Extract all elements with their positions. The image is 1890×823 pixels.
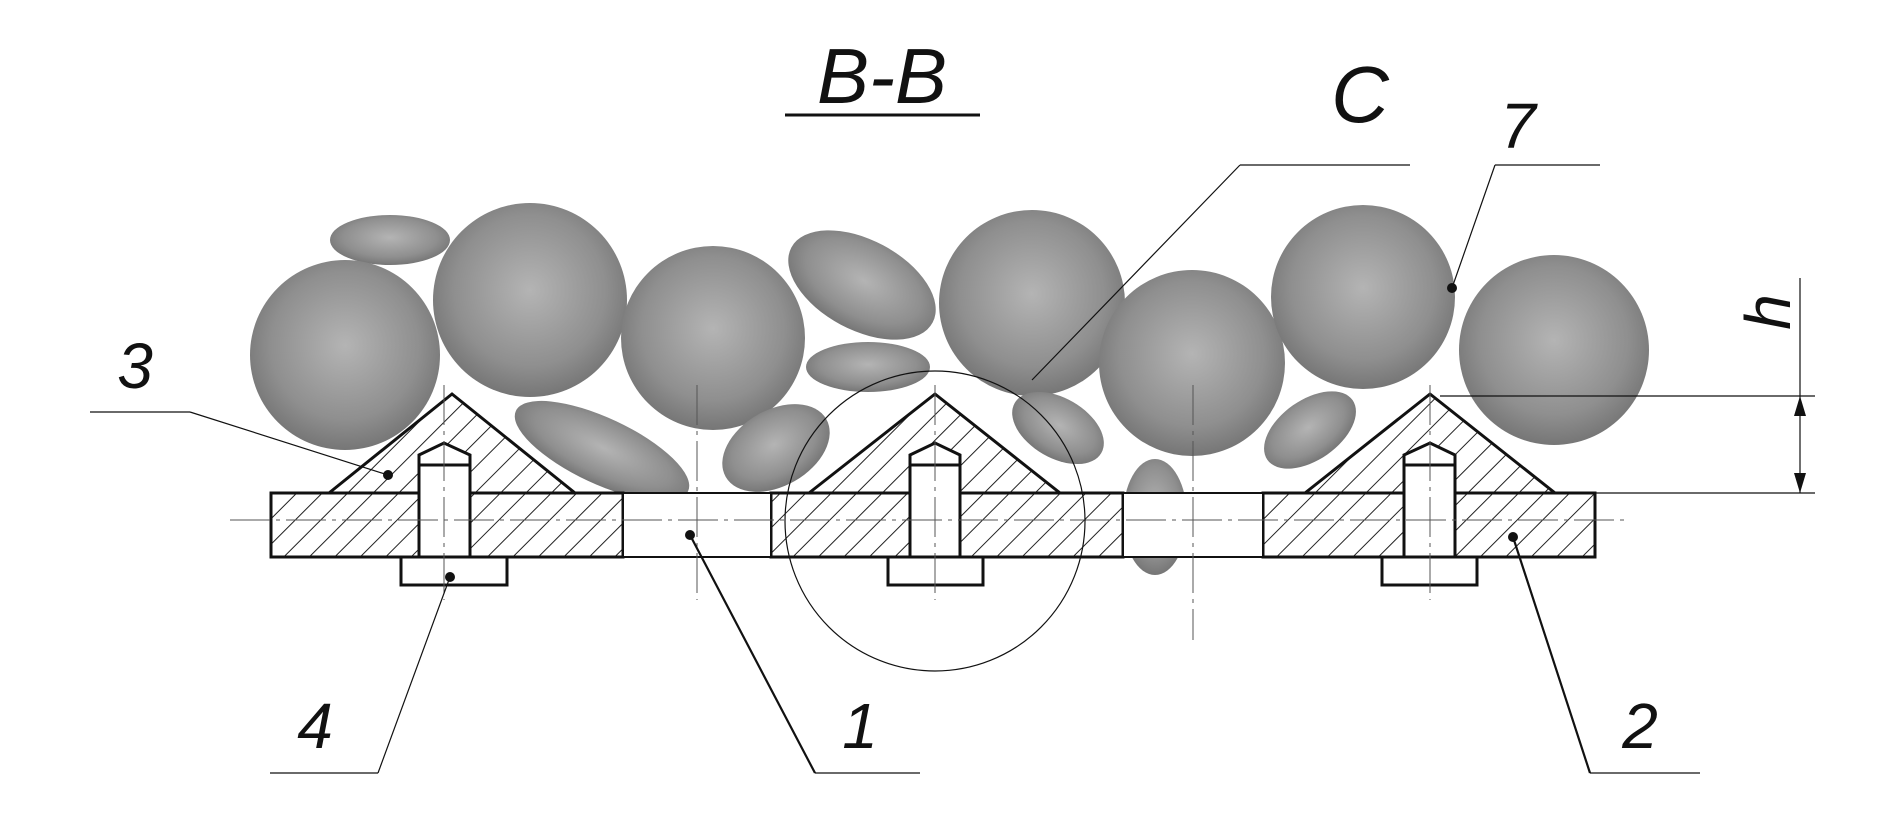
fastener-nut	[399, 555, 509, 587]
particle	[1459, 255, 1649, 445]
callout-3: 3	[90, 330, 393, 480]
leader-line	[1511, 536, 1592, 774]
leader-dot	[1508, 532, 1518, 542]
detail-leader	[1031, 164, 1241, 381]
dimension-label: h	[1732, 294, 1804, 330]
leader-line	[189, 411, 389, 476]
leader-dot	[383, 470, 393, 480]
particle	[1271, 205, 1455, 389]
detail-circle	[784, 370, 1086, 672]
particle	[621, 246, 805, 430]
callout-number: 7	[1500, 90, 1538, 162]
callout-7: 7	[1447, 90, 1600, 293]
section-title: B-B	[817, 32, 947, 120]
leader-dot	[1447, 283, 1457, 293]
particle	[250, 260, 440, 450]
height-dimension: h	[1440, 278, 1815, 494]
leader-dot	[445, 572, 455, 582]
leader-dot	[685, 530, 695, 540]
arrowhead	[1794, 473, 1806, 493]
particle	[939, 210, 1125, 396]
callout-number: 4	[297, 690, 333, 762]
particle	[1099, 270, 1285, 456]
callout-4: 4	[270, 572, 455, 774]
detail-label: C	[1331, 50, 1390, 139]
granular-material	[250, 203, 1649, 575]
particle	[788, 230, 936, 340]
callout-1: 1	[685, 530, 920, 774]
leader-line	[377, 576, 451, 774]
particle	[722, 404, 830, 492]
callout-number: 2	[1621, 690, 1658, 762]
center-lines	[230, 385, 1625, 640]
callout-2: 2	[1508, 532, 1700, 774]
particle	[514, 400, 690, 502]
leader-line	[689, 534, 816, 774]
leader-line	[1451, 164, 1496, 289]
particle	[433, 203, 627, 397]
particle	[330, 215, 450, 265]
arrowhead	[1794, 396, 1806, 416]
particle	[806, 342, 930, 392]
callout-number: 3	[117, 330, 153, 402]
particle	[1264, 391, 1356, 469]
callout-number: 1	[842, 690, 878, 762]
